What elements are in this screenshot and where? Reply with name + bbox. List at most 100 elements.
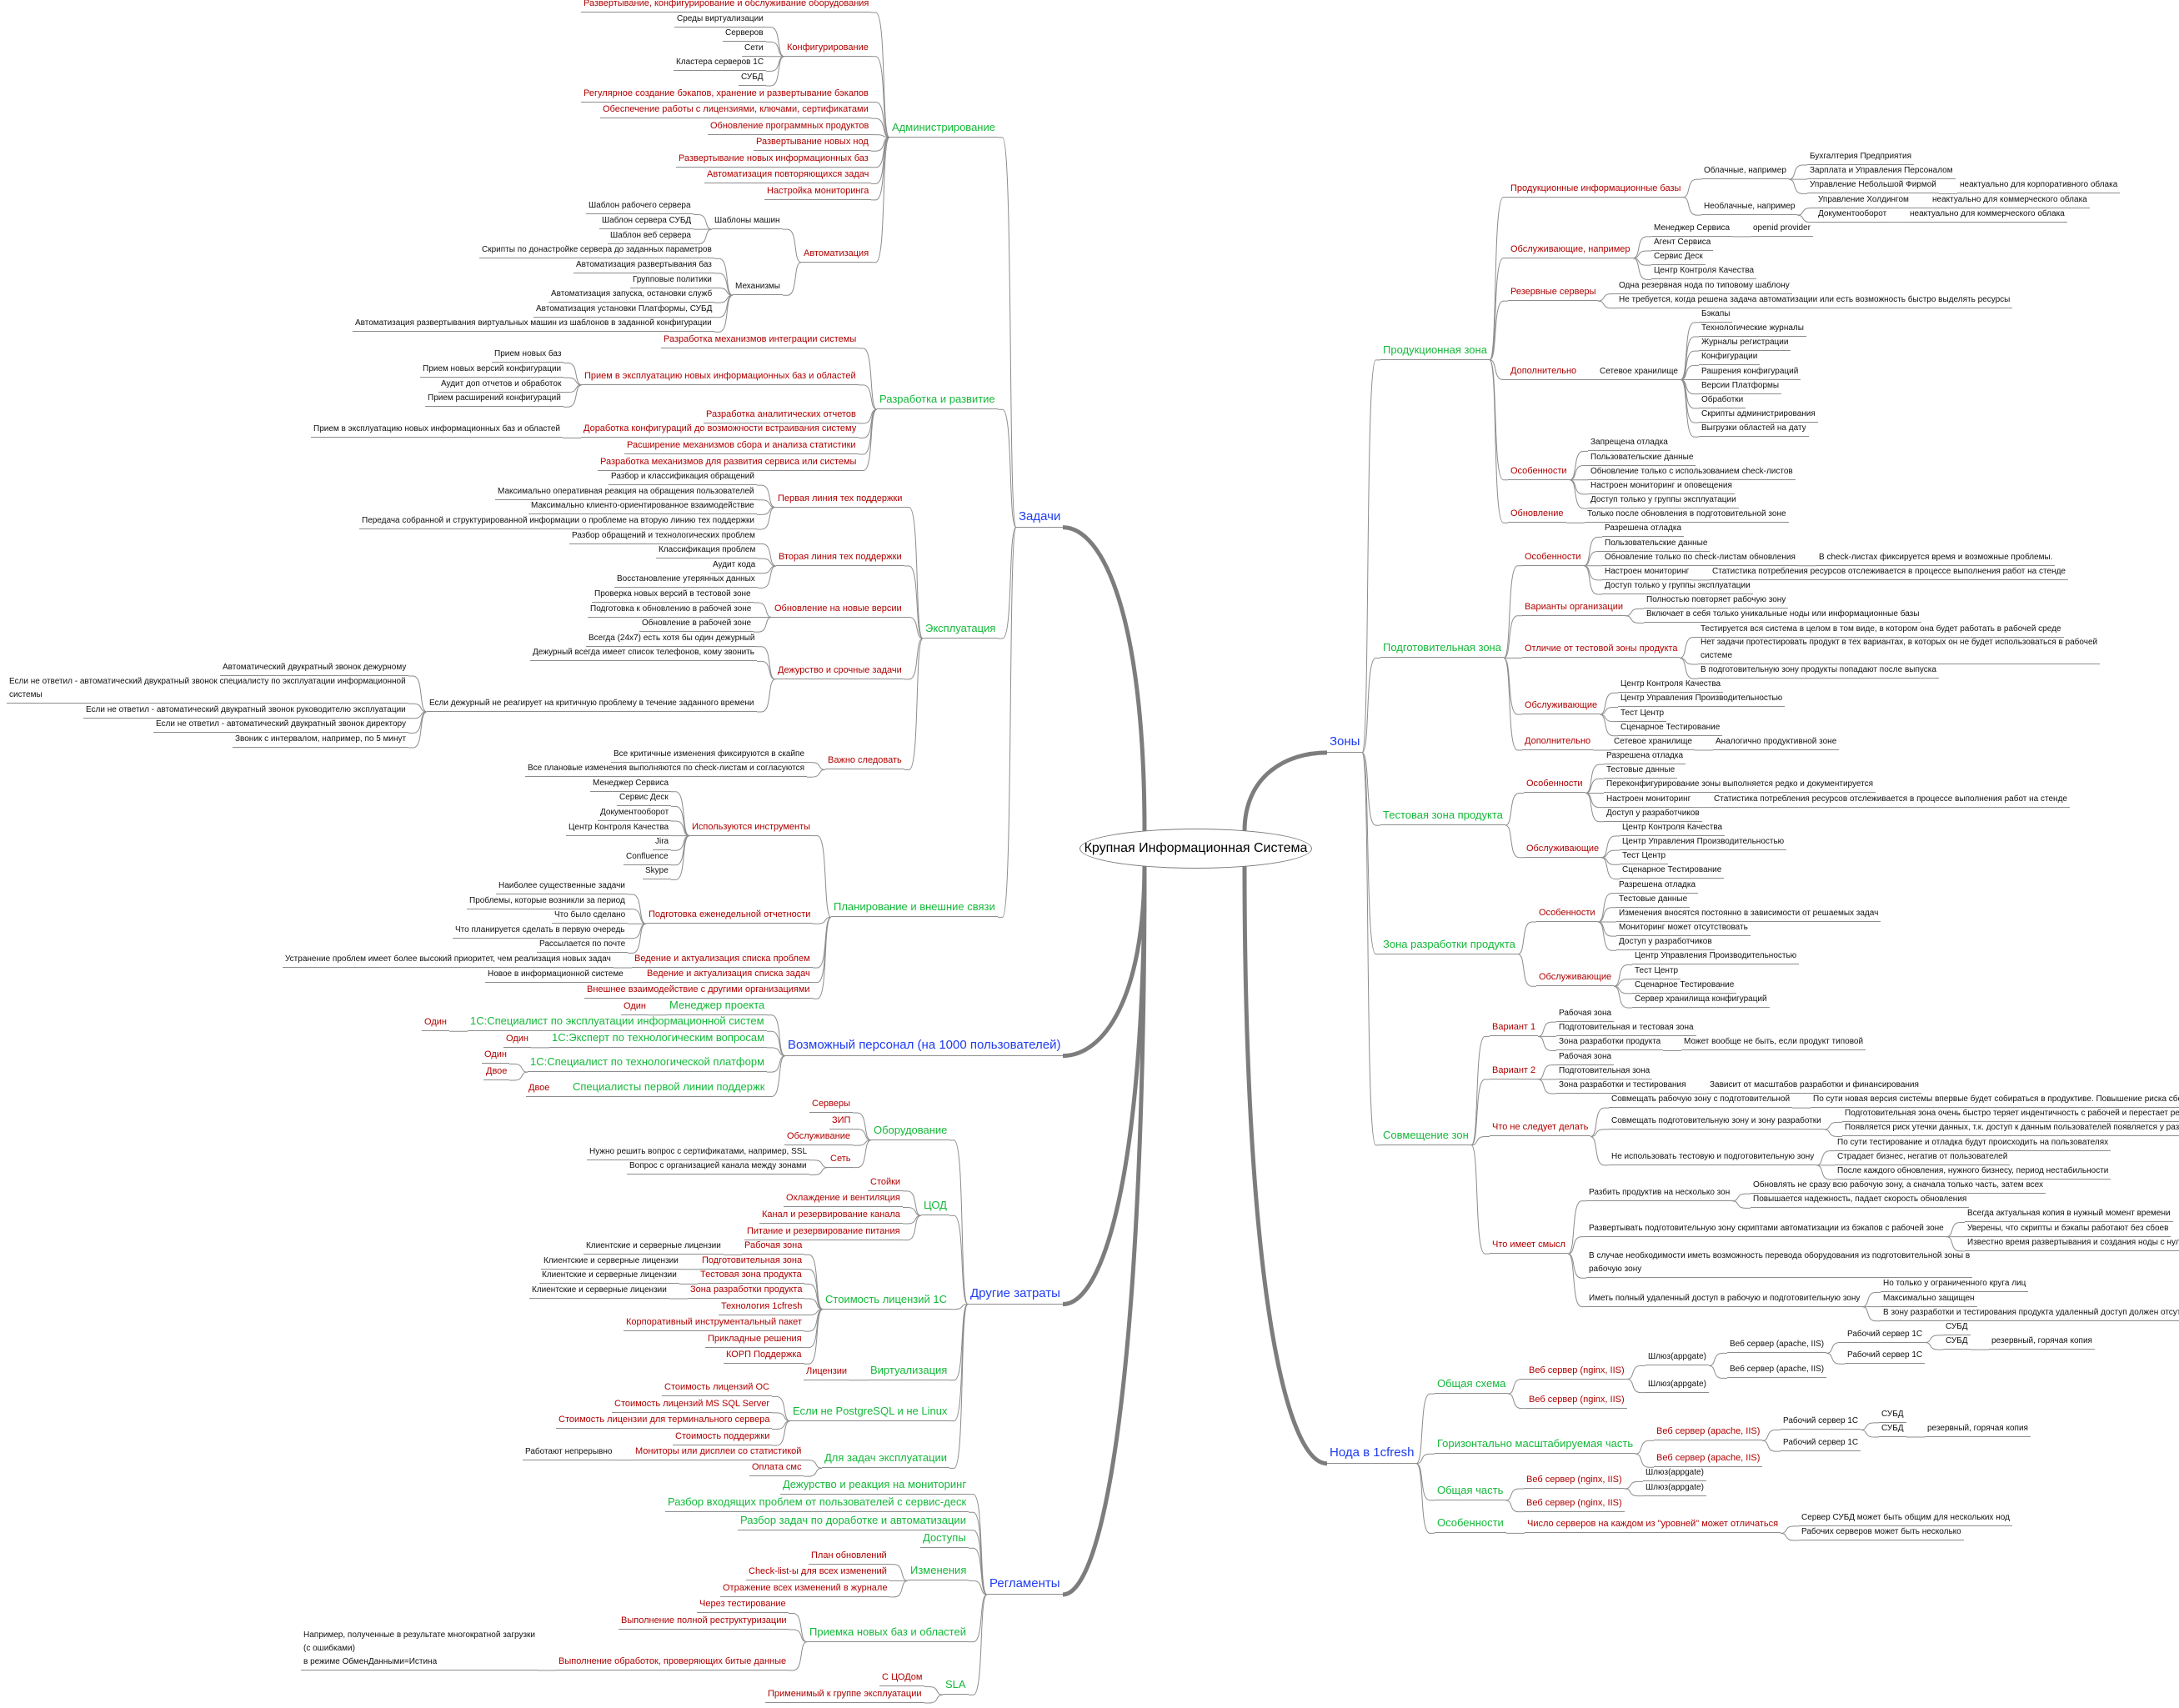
subtopic[interactable]: Автоматизация повторяющихся задач: [704, 167, 872, 184]
detail-node[interactable]: Все плановые изменения выполняются по ch…: [525, 762, 808, 778]
detail-node[interactable]: Максимально клиенто-ориентированное взаи…: [528, 499, 757, 515]
detail-node[interactable]: Скрипты администрирования: [1699, 408, 1818, 423]
subtopic[interactable]: Развертывание, конфигурирование и обслуж…: [581, 0, 872, 13]
detail-node[interactable]: резервный, горячая копия: [1925, 1422, 2031, 1437]
detail-node[interactable]: Веб сервер (apache, IIS): [1727, 1363, 1827, 1379]
detail-node[interactable]: СУБД: [1943, 1320, 1971, 1335]
detail-node[interactable]: СУБД: [739, 71, 766, 86]
detail-node[interactable]: Клиентские и серверные лицензии: [539, 1269, 679, 1285]
detail-node[interactable]: Механизмы: [733, 280, 783, 296]
subtopic[interactable]: Технология 1cfresh: [719, 1299, 805, 1315]
detail-node[interactable]: Кластера серверов 1С: [674, 56, 767, 72]
detail-node[interactable]: Версии Платформы: [1699, 379, 1782, 394]
topic[interactable]: Продукционная зона: [1380, 342, 1490, 360]
subtopic[interactable]: План обновлений: [809, 1548, 889, 1565]
detail-node[interactable]: Сценарное Тестирование: [1632, 979, 1737, 994]
detail-node[interactable]: Зависит от масштабов разработки и финанс…: [1707, 1079, 1921, 1094]
topic[interactable]: Администрирование: [889, 119, 998, 138]
detail-node[interactable]: неактуально для коммерческого облака: [1907, 208, 2067, 223]
detail-node[interactable]: Среды виртуализации: [674, 13, 766, 28]
topic[interactable]: Тестовая зона продукта: [1380, 807, 1505, 826]
subtopic[interactable]: Продукционные информационные базы: [1508, 181, 1684, 198]
topic[interactable]: 1С:Специалист по эксплуатации информацио…: [468, 1013, 767, 1032]
subtopic[interactable]: Прикладные решения: [705, 1331, 804, 1348]
subtopic[interactable]: Стоимость поддержки: [673, 1429, 773, 1445]
detail-node[interactable]: Тест Центр: [1618, 707, 1667, 722]
subtopic[interactable]: Вариант 2: [1490, 1063, 1539, 1079]
detail-node[interactable]: Подготовительная зона: [1556, 1064, 1653, 1079]
subtopic[interactable]: Резервные серверы: [1508, 284, 1599, 302]
detail-node[interactable]: Центр Контроля Качества: [566, 821, 672, 836]
main-topic[interactable]: Нода в 1cfresh: [1327, 1444, 1417, 1464]
topic[interactable]: Зона разработки продукта: [1380, 936, 1518, 954]
detail-node[interactable]: СУБД: [1879, 1422, 1906, 1437]
subtopic[interactable]: Дополнительно: [1508, 363, 1580, 380]
detail-node[interactable]: Аудит кода: [710, 558, 759, 574]
subtopic[interactable]: Веб сервер (nginx, IIS): [1524, 1495, 1625, 1512]
detail-node[interactable]: Сценарное Тестирование: [1620, 864, 1725, 879]
detail-node[interactable]: Доступ у разработчиков: [1616, 935, 1715, 951]
detail-node[interactable]: Журналы регистрации: [1699, 336, 1791, 352]
detail-node[interactable]: Облачные, например: [1701, 164, 1789, 180]
detail-node[interactable]: По сути новая версия системы впервые буд…: [1811, 1093, 2179, 1109]
detail-node[interactable]: Прием новых баз: [492, 348, 564, 363]
detail-node[interactable]: Рабочая зона: [1556, 1007, 1615, 1023]
subtopic[interactable]: ЗИП: [829, 1113, 854, 1129]
detail-node[interactable]: Повышается надежность, падает скорость о…: [1751, 1193, 1970, 1209]
detail-node[interactable]: Зона разработки продукта: [1556, 1035, 1664, 1051]
detail-node[interactable]: Шаблон веб сервера: [608, 229, 694, 244]
topic[interactable]: Особенности: [1435, 1515, 1506, 1534]
detail-node[interactable]: Что было сделано: [552, 909, 629, 924]
detail-node[interactable]: В check-листах фиксируется время и возмо…: [1816, 551, 2056, 566]
detail-node[interactable]: Тест Центр: [1632, 964, 1681, 979]
subtopic[interactable]: Обслуживающие, например: [1508, 242, 1633, 258]
detail-node[interactable]: СУБД: [1943, 1335, 1971, 1350]
detail-node[interactable]: Сетевое хранилище: [1597, 365, 1681, 380]
detail-node[interactable]: Доступ у разработчиков: [1604, 807, 1702, 822]
subtopic[interactable]: Число серверов на каждом из "уровней" мо…: [1525, 1516, 1781, 1534]
central-topic[interactable]: Крупная Информационная Система: [1079, 829, 1312, 869]
topic[interactable]: Разбор задач по доработке и автоматизаци…: [738, 1512, 969, 1530]
topic[interactable]: Виртуализация: [868, 1362, 950, 1380]
detail-node[interactable]: Уверены, что скрипты и бэкапы работают б…: [1965, 1222, 2171, 1237]
detail-node[interactable]: Тест Центр: [1620, 849, 1669, 865]
subtopic[interactable]: Особенности: [1508, 463, 1570, 480]
main-topic[interactable]: Задачи: [1016, 508, 1064, 528]
subtopic[interactable]: Обновление: [1508, 506, 1566, 523]
subtopic[interactable]: Веб сервер (nginx, IIS): [1526, 1363, 1627, 1380]
subtopic[interactable]: Обслуживающие: [1536, 969, 1615, 987]
detail-node[interactable]: Появляется риск утечки данных, т.к. дост…: [1842, 1121, 2179, 1137]
detail-node[interactable]: Статистика потребления ресурсов отслежив…: [1711, 793, 2070, 808]
subtopic[interactable]: С ЦОДом: [879, 1670, 925, 1687]
subtopic[interactable]: Разработка механизмов для развития серви…: [598, 454, 859, 471]
detail-node[interactable]: Шлюз(appgate): [1643, 1481, 1706, 1496]
detail-node[interactable]: Автоматизация развертывания виртуальных …: [353, 317, 714, 333]
detail-node[interactable]: Рассылается по почте: [537, 938, 629, 954]
detail-node[interactable]: Если дежурный не реагирует на критичную …: [427, 697, 757, 712]
topic[interactable]: Доступы: [920, 1530, 969, 1549]
subtopic[interactable]: Отражение всех изменений в журнале: [720, 1580, 890, 1597]
detail-node[interactable]: Автоматизация запуска, остановки служб: [549, 288, 715, 303]
detail-node[interactable]: Подготовительная и тестовая зона: [1556, 1021, 1696, 1037]
detail-node[interactable]: Автоматизация развертывания баз: [574, 258, 714, 273]
detail-node[interactable]: Например, полученные в результате многок…: [301, 1629, 538, 1670]
detail-node[interactable]: Обработки: [1699, 393, 1746, 408]
detail-node[interactable]: Если не ответил - автоматический двукрат…: [153, 718, 408, 734]
detail-node[interactable]: Шаблоны машин: [712, 214, 783, 230]
detail-node[interactable]: Серверов: [723, 27, 766, 43]
detail-node[interactable]: Шаблон рабочего сервера: [586, 199, 694, 215]
subtopic[interactable]: Стоимость лицензий ОС: [662, 1380, 772, 1397]
subtopic[interactable]: Check-list-ы для всех изменений: [746, 1564, 889, 1581]
subtopic[interactable]: Охлаждение и вентиляция: [784, 1190, 903, 1208]
detail-node[interactable]: Рабочий сервер 1С: [1845, 1349, 1926, 1365]
subtopic[interactable]: Первая линия тех поддержки: [775, 491, 905, 508]
detail-node[interactable]: неактуально для корпоративного облака: [1957, 178, 2121, 194]
subtopic[interactable]: Внешнее взаимодействие с другими организ…: [584, 982, 813, 999]
detail-node[interactable]: Рабочая зона: [1556, 1050, 1615, 1065]
topic[interactable]: Общая схема: [1435, 1375, 1509, 1395]
detail-node[interactable]: По сути тестирование и отладка будут про…: [1835, 1136, 2111, 1151]
detail-node[interactable]: Зарплата и Управления Персоналом: [1807, 164, 1956, 180]
topic[interactable]: Разработка и развитие: [877, 391, 998, 410]
detail-node[interactable]: В случае необходимости иметь возможность…: [1586, 1250, 1973, 1279]
detail-node[interactable]: Сервер СУБД может быть общим для несколь…: [1799, 1511, 2012, 1526]
